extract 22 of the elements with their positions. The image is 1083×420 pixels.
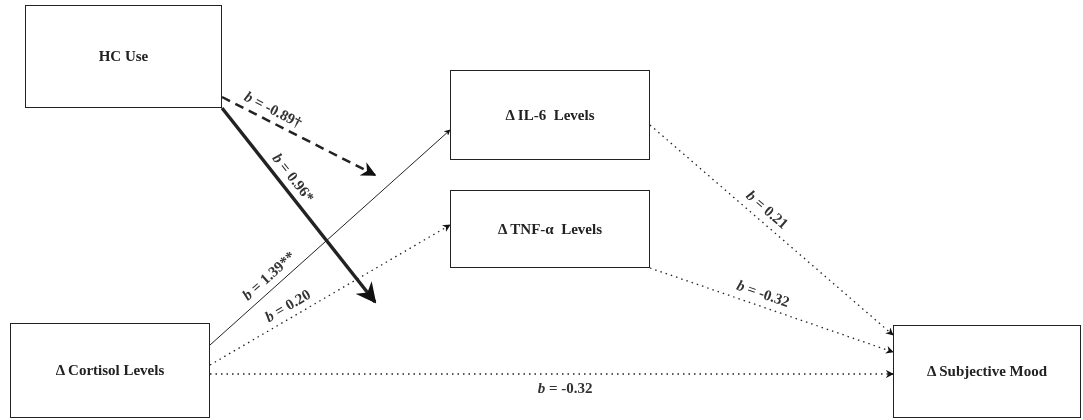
variable-box — [450, 70, 650, 160]
variable-label: Δ Subjective Mood — [926, 363, 1048, 380]
variable-box — [10, 323, 210, 418]
variable-box — [450, 190, 650, 268]
variable-label: HC Use — [98, 48, 149, 65]
arrow — [649, 124, 894, 336]
variable-label: Δ Cortisol Levels — [55, 362, 165, 379]
edge-label: b = 0.21 — [742, 187, 792, 234]
variable-label: Δ IL-6 Levels — [505, 106, 595, 124]
arrow — [649, 267, 894, 354]
variable-label: Δ TNF-α Levels — [498, 220, 602, 238]
edge-label: b = 0.20 — [262, 285, 314, 326]
variable-box — [25, 5, 222, 108]
arrow — [209, 370, 894, 378]
variable-box — [893, 325, 1081, 418]
arrow — [209, 224, 451, 366]
edge-label: b = -0.32 — [734, 277, 792, 312]
arrow — [220, 106, 377, 304]
edge-label: b = -0.89† — [241, 88, 305, 132]
arrow — [221, 95, 377, 177]
edge-label: b = -0.32 — [537, 379, 593, 397]
arrow — [209, 129, 451, 346]
